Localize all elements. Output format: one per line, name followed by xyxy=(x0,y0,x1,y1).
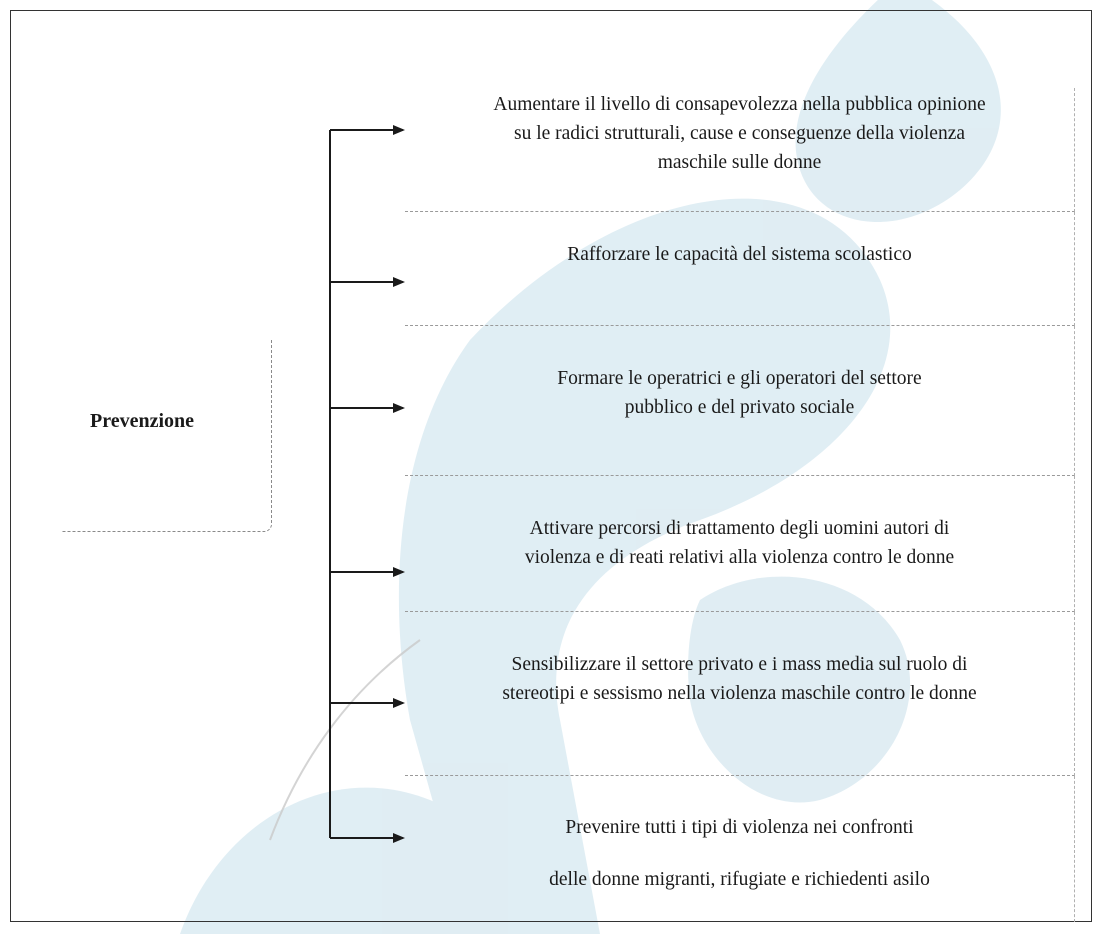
branch-item-training-operators: Formare le operatrici e gli operatori de… xyxy=(405,326,1075,476)
branch-item-text: Attivare percorsi di trattamento degli u… xyxy=(524,518,955,568)
branch-item-migrant-women: Prevenire tutti i tipi di violenza nei c… xyxy=(405,776,1075,922)
branch-item-text: Prevenire tutti i tipi di violenza nei c… xyxy=(549,817,930,890)
branch-item-text: Aumentare il livello di consapevolezza n… xyxy=(493,94,986,173)
root-label: Prevenzione xyxy=(90,410,195,432)
branch-item-media-awareness: Sensibilizzare il settore privato e i ma… xyxy=(405,612,1075,776)
branch-item-text: Sensibilizzare il settore privato e i ma… xyxy=(502,654,977,704)
branch-item-treatment-paths: Attivare percorsi di trattamento degli u… xyxy=(405,476,1075,612)
branch-item-text: Rafforzare le capacità del sistema scola… xyxy=(567,244,912,265)
branch-item-text: Formare le operatrici e gli operatori de… xyxy=(557,368,922,418)
branch-item-awareness: Aumentare il livello di consapevolezza n… xyxy=(405,88,1075,212)
root-node: Prevenzione xyxy=(62,340,272,532)
branch-item-school-system: Rafforzare le capacità del sistema scola… xyxy=(405,212,1075,326)
